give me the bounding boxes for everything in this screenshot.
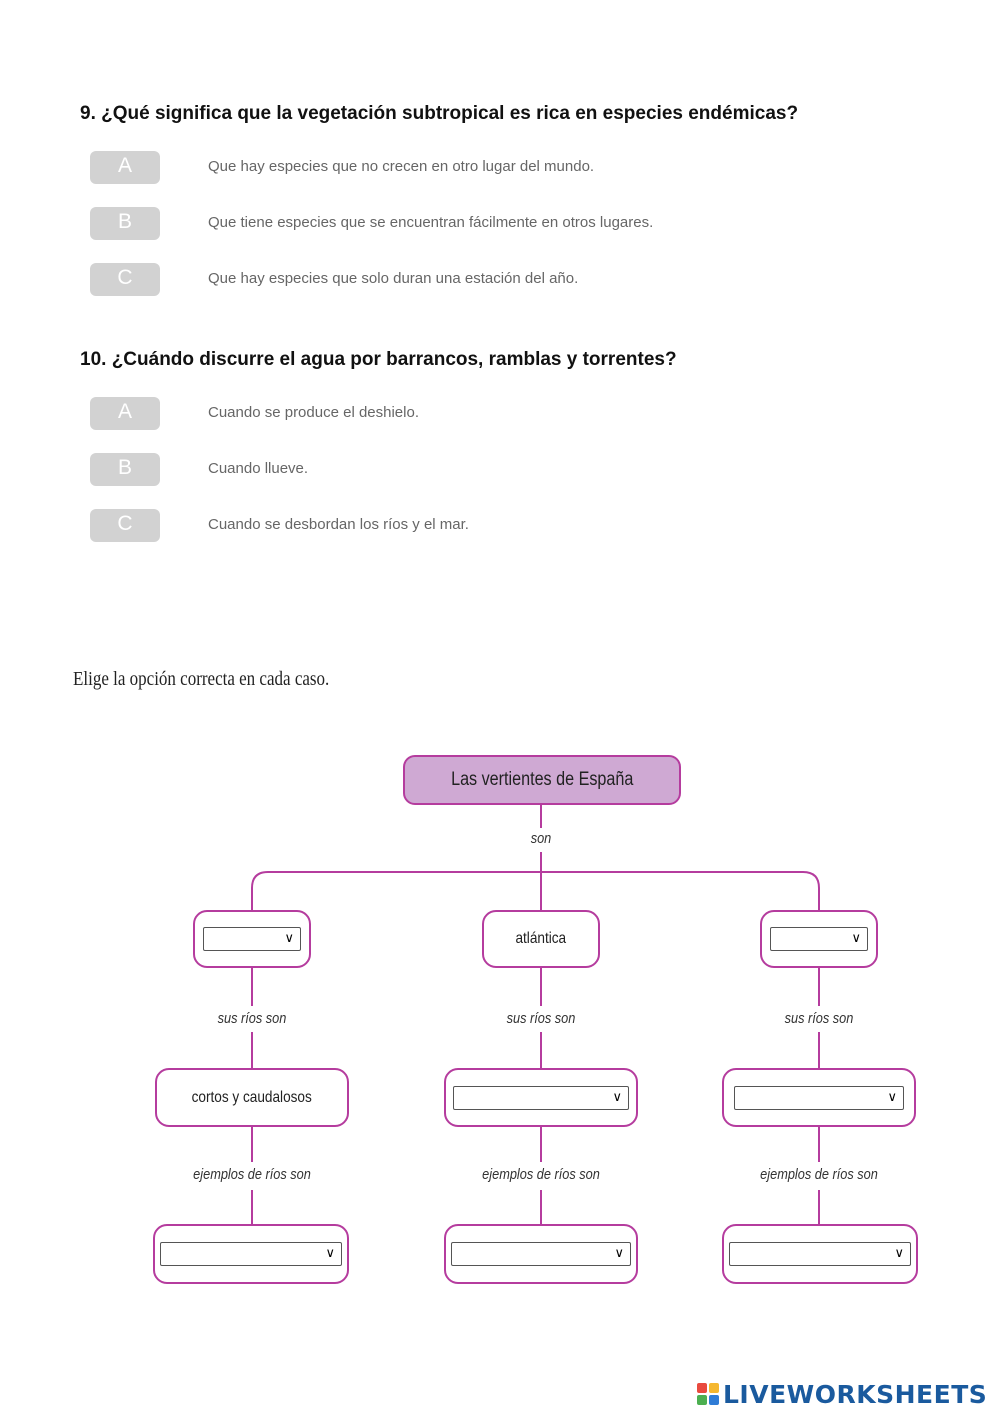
ejemplos-box-3: ∨ [722,1224,918,1284]
q9-option-a-button[interactable]: A [90,151,160,184]
connector-line [251,871,820,910]
connector-label-son: son [530,830,552,847]
q9-option-b-button[interactable]: B [90,207,160,240]
chevron-down-icon: ∨ [614,1246,624,1261]
question-10-text: 10. ¿Cuándo discurre el agua por barranc… [80,349,677,370]
chevron-down-icon: ∨ [851,931,861,946]
connector-label-rivers-1: sus ríos son [217,1010,287,1027]
vertiente-1-dropdown[interactable]: ∨ [203,927,301,951]
connector-label-rivers-2: sus ríos son [506,1010,576,1027]
rios-2-dropdown[interactable]: ∨ [453,1085,629,1110]
chevron-down-icon: ∨ [894,1246,904,1261]
chevron-down-icon: ∨ [612,1089,622,1105]
q9-option-c-text[interactable]: Que hay especies que solo duran una esta… [208,270,579,287]
instruction-text: Elige la opción correcta en cada caso. [73,668,330,690]
q9-option-c-button[interactable]: C [90,263,160,296]
q9-option-b-text[interactable]: Que tiene especies que se encuentran fác… [208,214,654,231]
chevron-down-icon: ∨ [284,931,294,946]
diagram-title: Las vertientes de España [450,769,634,790]
liveworksheets-logo: LIVEWORKSHEETS [697,1378,987,1410]
liveworksheets-logo-text: LIVEWORKSHEETS [723,1379,988,1409]
vertiente-box-1: ∨ [193,910,311,968]
vertiente-atlantica-label: atlántica [515,930,567,947]
vertiente-box-2: atlántica [482,910,600,968]
chevron-down-icon: ∨ [325,1246,335,1261]
q9-option-a-text[interactable]: Que hay especies que no crecen en otro l… [208,158,595,175]
ejemplos-1-dropdown[interactable]: ∨ [160,1242,342,1266]
connector-label-rivers-3: sus ríos son [784,1010,854,1027]
liveworksheets-logo-icon [697,1383,719,1405]
rios-cortos-label: cortos y caudalosos [191,1088,313,1106]
q10-option-c-button[interactable]: C [90,509,160,542]
vertiente-3-dropdown[interactable]: ∨ [770,927,868,951]
q10-option-c-text[interactable]: Cuando se desbordan los ríos y el mar. [208,516,469,533]
q10-option-b-button[interactable]: B [90,453,160,486]
q10-option-b-text[interactable]: Cuando llueve. [208,460,309,477]
connector-label-examples-2: ejemplos de ríos son [482,1166,600,1183]
connector-label-examples-3: ejemplos de ríos son [760,1166,878,1183]
connector-label-examples-1: ejemplos de ríos son [193,1166,311,1183]
rios-box-1: cortos y caudalosos [155,1068,349,1127]
q10-option-a-button[interactable]: A [90,397,160,430]
ejemplos-box-1: ∨ [153,1224,349,1284]
question-9-text: 9. ¿Qué significa que la vegetación subt… [80,103,799,124]
rios-3-dropdown[interactable]: ∨ [734,1085,904,1110]
q10-option-a-text[interactable]: Cuando se produce el deshielo. [208,404,419,421]
ejemplos-2-dropdown[interactable]: ∨ [451,1242,631,1266]
rios-box-3: ∨ [722,1068,916,1127]
vertiente-box-3: ∨ [760,910,878,968]
chevron-down-icon: ∨ [887,1089,897,1105]
ejemplos-3-dropdown[interactable]: ∨ [729,1242,911,1266]
rios-box-2: ∨ [444,1068,638,1127]
diagram-title-box: Las vertientes de España [403,755,681,805]
ejemplos-box-2: ∨ [444,1224,638,1284]
